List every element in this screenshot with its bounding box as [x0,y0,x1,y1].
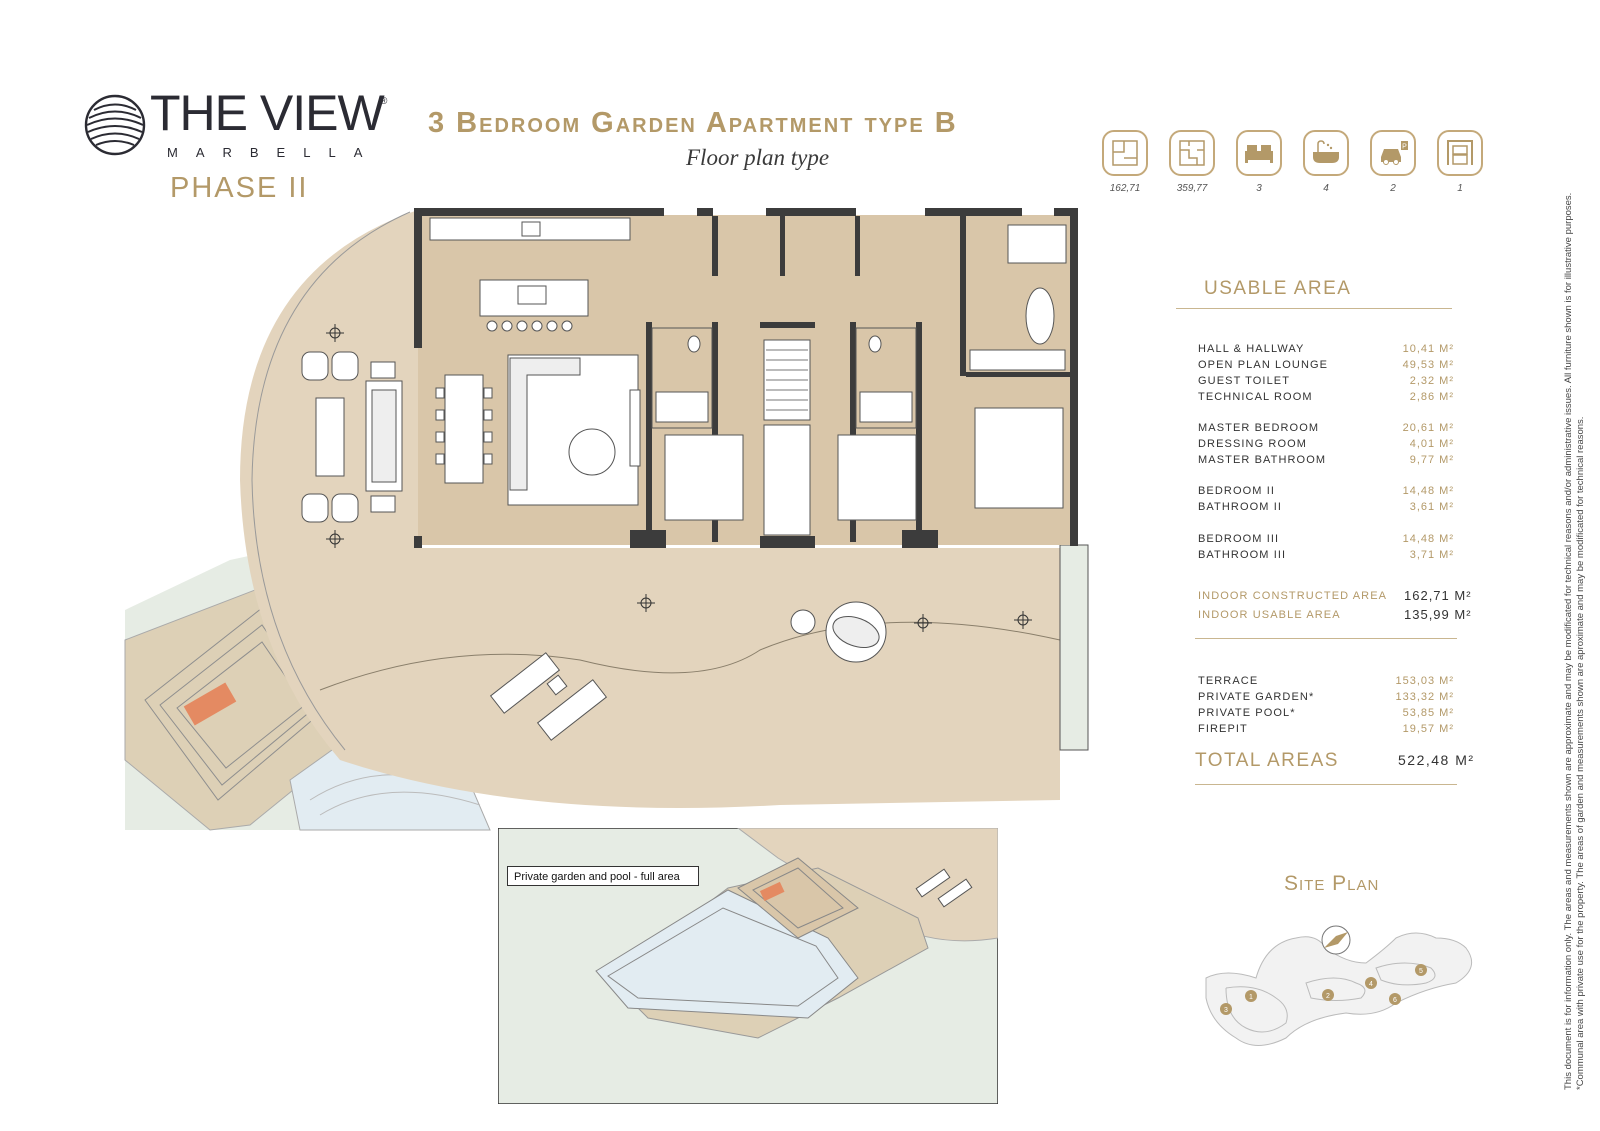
brand-location: MARBELLA [167,145,381,160]
divider [1176,308,1452,309]
indoor-usable-label: INDOOR USABLE AREA [1198,609,1341,621]
indoor-constructed-value: 162,71 M² [1404,588,1472,603]
disclaimer-line-2: *Communal area with private use for the … [1575,416,1586,1090]
kitchen-island [479,279,589,317]
parking-icon: P [1370,130,1416,176]
area-value: 3,71 M² [1409,549,1454,561]
lounge-rug [507,354,639,506]
firepit [183,682,237,726]
outdoor-value: 153,03 M² [1395,675,1454,687]
area-label: MASTER BATHROOM [1198,454,1327,466]
outdoor-label: PRIVATE GARDEN* [1198,691,1315,703]
phase-label: PHASE II [170,172,309,204]
area-value: 2,86 M² [1409,391,1454,403]
area-value: 14,48 M² [1402,533,1454,545]
area-label: MASTER BEDROOM [1198,422,1320,434]
indoor-constructed-label: INDOOR CONSTRUCTED AREA [1198,590,1388,602]
site-marker: 1 [1249,994,1253,1001]
dining-table [444,374,484,484]
disclaimer: This document is for information only. T… [1563,193,1587,1090]
divider [1195,784,1457,785]
bath-icon [1303,130,1349,176]
area-label: OPEN PLAN LOUNGE [1198,359,1329,371]
area-value: 49,53 M² [1402,359,1454,371]
indoor-area-icon [1102,130,1148,176]
svg-text:P: P [1402,144,1407,151]
total-areas-value: 522,48 M² [1398,752,1475,768]
outdoor-label: TERRACE [1198,675,1259,687]
area-label: TECHNICAL ROOM [1198,391,1313,403]
area-label: GUEST TOILET [1198,375,1291,387]
site-marker: 4 [1369,981,1373,988]
bed-3 [837,434,917,521]
total-areas-label: TOTAL AREAS [1195,750,1339,771]
site-marker: 2 [1326,993,1330,1000]
area-value: 10,41 M² [1402,343,1454,355]
disclaimer-line-1: This document is for information only. T… [1563,192,1574,1090]
icon-value-parking: 2 [1390,183,1396,194]
area-label: BATHROOM III [1198,549,1287,561]
area-label: BEDROOM III [1198,533,1280,545]
area-value: 20,61 M² [1402,422,1454,434]
master-bed [974,407,1064,509]
outdoor-value: 133,32 M² [1395,691,1454,703]
outdoor-value: 19,57 M² [1402,723,1454,735]
area-label: HALL & HALLWAY [1198,343,1305,355]
divider [1195,638,1457,639]
storage-icon [1437,130,1483,176]
page-title: 3 Bedroom Garden Apartment type B [428,107,958,139]
icon-value-storage: 1 [1457,183,1463,194]
site-plan-title: Site Plan [1284,872,1380,895]
area-value: 4,01 M² [1409,438,1454,450]
icon-value-total: 359,77 [1176,183,1208,194]
garden-inset-map [498,828,998,1104]
outdoor-label: FIREPIT [1198,723,1248,735]
page-subtitle: Floor plan type [686,145,830,170]
icon-value-bedrooms: 3 [1256,183,1262,194]
indoor-usable-value: 135,99 M² [1404,607,1472,622]
light-markers [326,324,1032,632]
total-area-icon [1169,130,1215,176]
area-value: 14,48 M² [1402,485,1454,497]
area-value: 2,32 M² [1409,375,1454,387]
icon-value-indoor: 162,71 [1109,183,1141,194]
area-label: DRESSING ROOM [1198,438,1308,450]
site-plan-map: 1 2 3 4 5 6 [1205,925,1473,1046]
area-value: 9,77 M² [1409,454,1454,466]
usable-area-heading: USABLE AREA [1204,278,1352,299]
site-marker: 6 [1393,997,1397,1004]
bed-icon [1236,130,1282,176]
outdoor-value: 53,85 M² [1402,707,1454,719]
brand-registered: ® [380,96,388,107]
site-marker: 3 [1224,1007,1228,1014]
sun-loungers [489,652,608,741]
area-value: 3,61 M² [1409,501,1454,513]
outdoor-label: PRIVATE POOL* [1198,707,1296,719]
site-marker: 5 [1419,968,1423,975]
inset-label: Private garden and pool - full area [507,866,699,886]
logo-icon [84,94,146,156]
garden-strip [1059,544,1089,751]
brand-name: THE VIEW [150,85,385,141]
bed-2 [664,434,744,521]
area-label: BEDROOM II [1198,485,1276,497]
area-label: BATHROOM II [1198,501,1283,513]
compass-icon [1321,925,1351,955]
walls [414,208,1078,548]
icon-value-bathrooms: 4 [1323,183,1329,194]
